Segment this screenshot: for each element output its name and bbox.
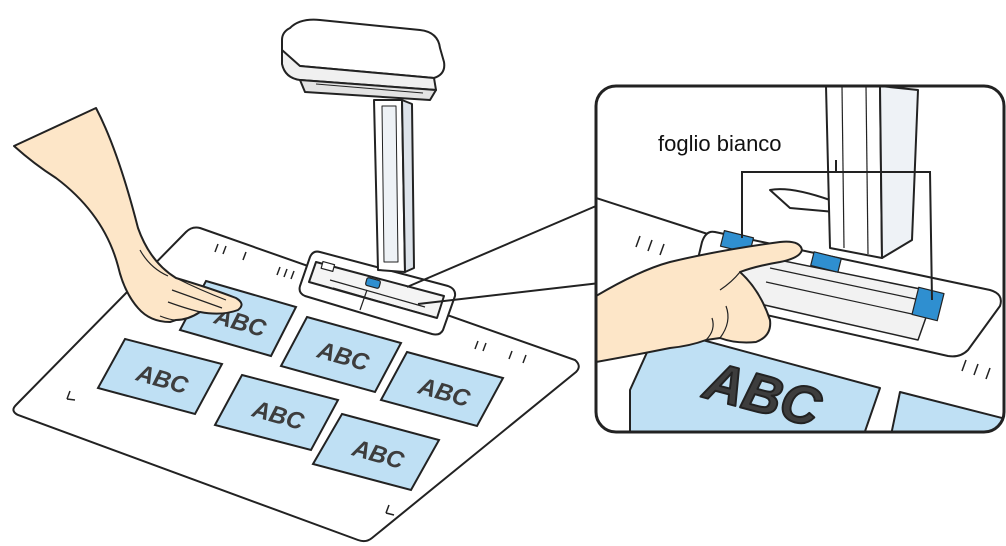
callout-label: foglio bianco [658, 131, 782, 156]
scanner-stand [374, 100, 414, 272]
hand [14, 108, 242, 322]
scanner-head [282, 20, 444, 100]
